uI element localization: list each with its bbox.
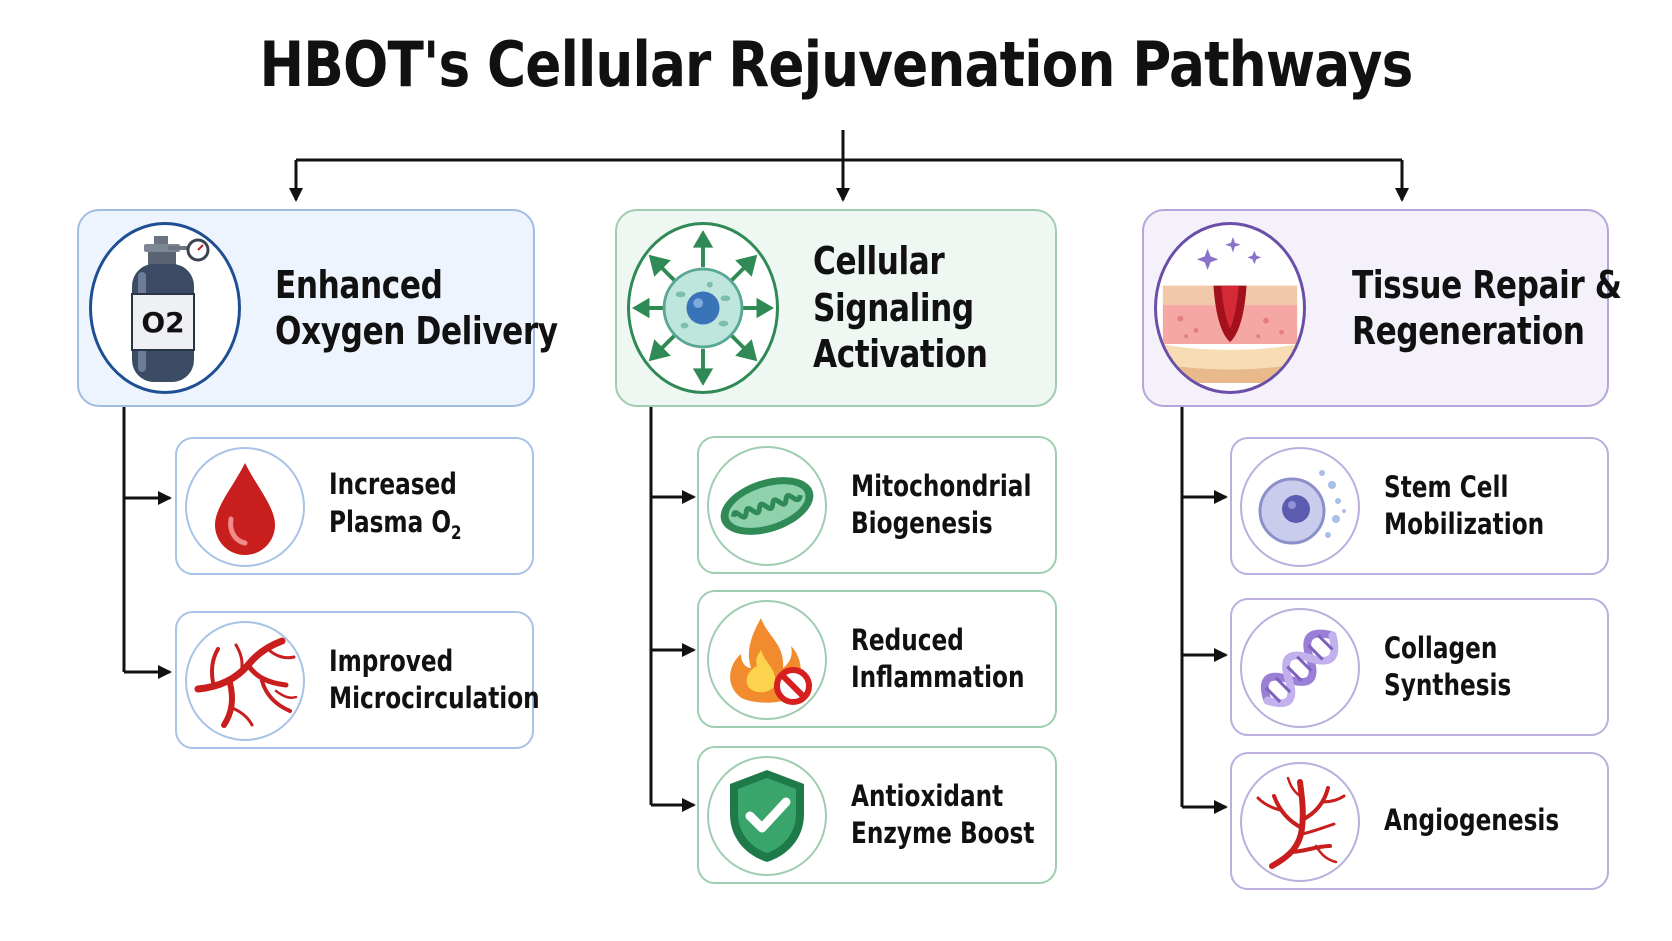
effect-box-angiogenesis: Angiogenesis xyxy=(1230,752,1609,890)
branching-vessel-icon xyxy=(1240,762,1360,882)
effect-box-stem-cell-mobilization: Stem Cell Mobilization xyxy=(1230,437,1609,575)
effect-box-improved-microcirculation: Improved Microcirculation xyxy=(175,611,540,749)
mitochondria-icon xyxy=(707,446,827,566)
blood-vessels-icon xyxy=(185,621,305,741)
collagen-helix-icon xyxy=(1240,608,1360,728)
effect-box-antioxidant-enzyme-boost: Antioxidant Enzyme Boost xyxy=(697,746,1057,884)
effect-box-collagen-synthesis: Collagen Synthesis xyxy=(1230,598,1609,736)
no-fire-icon xyxy=(707,600,827,720)
cylinder-label: O2 xyxy=(141,306,184,339)
effect-label: Mitochondrial Biogenesis xyxy=(851,468,1032,540)
shield-check-icon xyxy=(707,756,827,876)
effect-label: Collagen Synthesis xyxy=(1384,630,1512,702)
effect-box-increased-plasma-o2: Increased Plasma O2 xyxy=(175,437,534,575)
effect-label: Antioxidant Enzyme Boost xyxy=(851,778,1035,850)
effect-label: Stem Cell Mobilization xyxy=(1384,469,1545,541)
cell-signal-icon xyxy=(627,222,779,394)
pathway-label: Enhanced Oxygen Delivery xyxy=(275,262,558,353)
pathway-box-cellular-signaling: Cellular Signaling Activation xyxy=(615,209,1057,407)
pathway-box-tissue-repair: Tissue Repair & Regeneration xyxy=(1142,209,1622,407)
stem-cell-icon xyxy=(1240,447,1360,567)
pathway-label: Tissue Repair & Regeneration xyxy=(1352,262,1622,353)
effect-box-reduced-inflammation: Reduced Inflammation xyxy=(697,590,1057,728)
effect-label: Angiogenesis xyxy=(1384,803,1560,838)
effect-label: Increased Plasma O2 xyxy=(329,467,462,544)
tissue-layers-icon xyxy=(1154,222,1306,394)
pathway-box-oxygen-delivery: O2 Enhanced Oxygen Delivery xyxy=(77,209,558,407)
pathway-label: Cellular Signaling Activation xyxy=(813,239,988,377)
blood-drop-icon xyxy=(185,447,305,567)
effect-box-mitochondrial-biogenesis: Mitochondrial Biogenesis xyxy=(697,436,1057,574)
oxygen-cylinder-icon: O2 xyxy=(89,222,241,394)
diagram-title: HBOT's Cellular Rejuvenation Pathways xyxy=(259,28,1413,101)
effect-label: Reduced Inflammation xyxy=(851,622,1025,694)
effect-label: Improved Microcirculation xyxy=(329,643,540,715)
